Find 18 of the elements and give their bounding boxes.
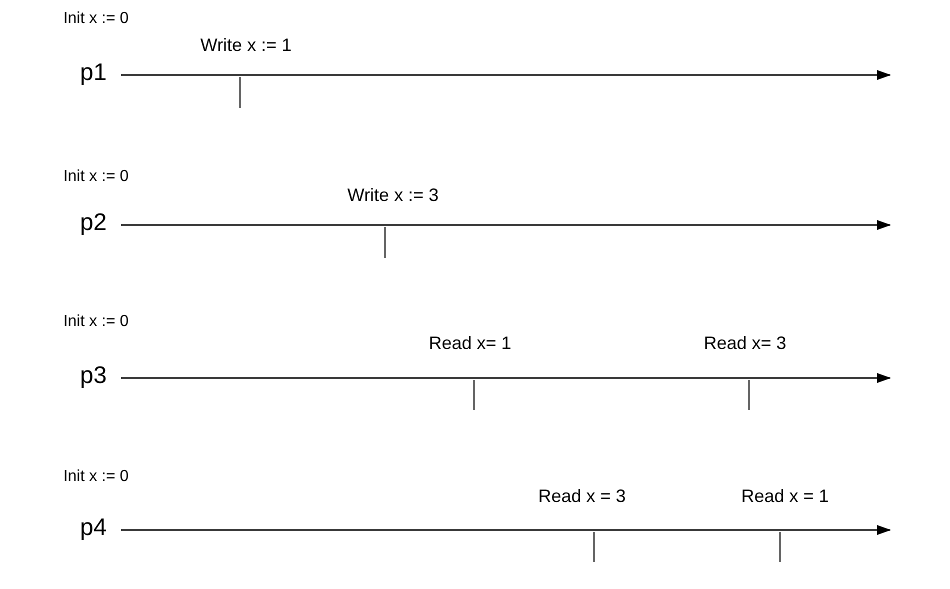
process-label: p1 xyxy=(80,59,107,87)
event-label: Write x := 3 xyxy=(347,185,439,206)
timeline-arrow xyxy=(121,373,891,383)
event-label: Read x= 3 xyxy=(704,333,786,354)
initial-value-note: Init x := 0 xyxy=(63,10,129,28)
event-label: Read x = 3 xyxy=(538,486,626,507)
event-label: Read x= 1 xyxy=(428,333,512,354)
timeline-arrow xyxy=(121,220,891,230)
process-label: p2 xyxy=(80,209,107,237)
process-label: p4 xyxy=(80,514,107,542)
event-label: Write x := 1 xyxy=(200,35,292,56)
initial-value-note: Init x := 0 xyxy=(63,313,129,331)
event-label: Read x = 1 xyxy=(741,486,829,507)
initial-value-note: Init x := 0 xyxy=(63,468,129,486)
initial-value-note: Init x := 0 xyxy=(63,168,129,186)
process-label: p3 xyxy=(80,362,107,390)
timeline-arrow xyxy=(121,525,891,535)
timeline-arrow xyxy=(121,70,891,80)
